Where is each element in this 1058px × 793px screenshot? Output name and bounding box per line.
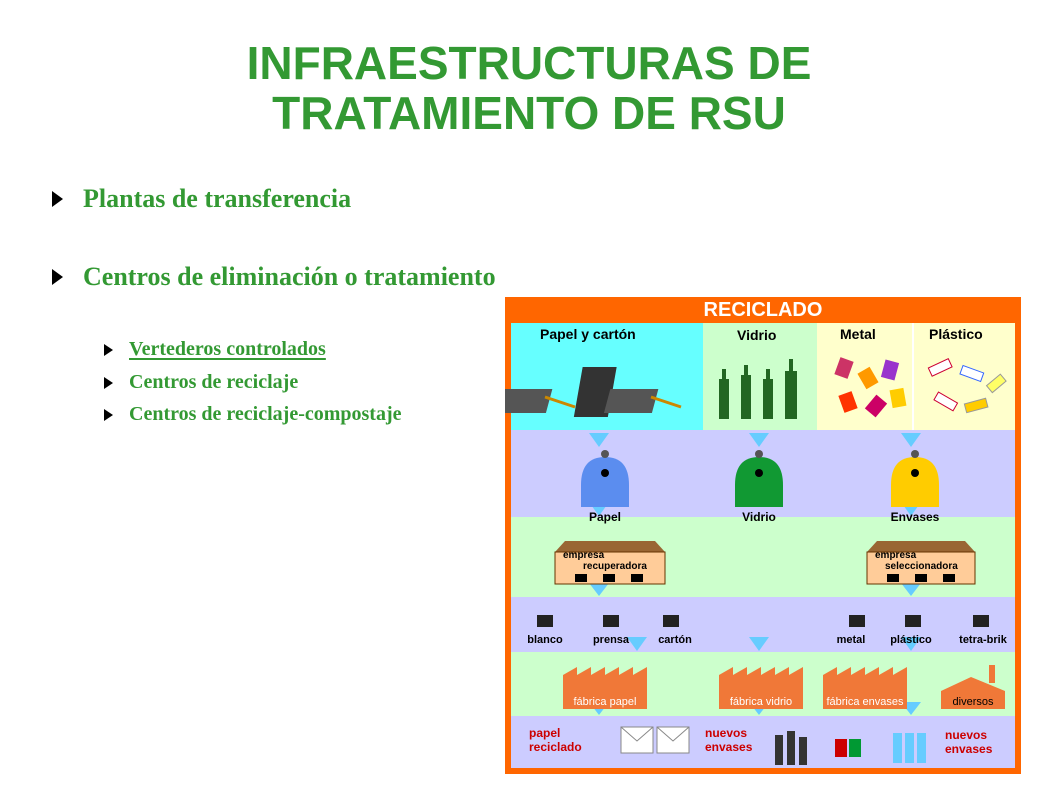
bale-icons <box>537 615 989 627</box>
bin-label-glass: Vidrio <box>742 510 776 524</box>
company-2-line1: empresa <box>875 550 917 561</box>
product-3-line1: nuevos <box>945 728 987 742</box>
factory-paper-label: fábrica papel <box>574 696 637 708</box>
category-plastic: Plástico <box>929 326 983 342</box>
material-blanco: blanco <box>527 634 563 646</box>
newspaper-stack-icon <box>505 367 682 417</box>
packaging-bin-icon <box>891 450 939 507</box>
glass-bin-icon <box>735 450 783 507</box>
company-1-line2: recuperadora <box>583 561 647 572</box>
factory-icons <box>563 665 1005 709</box>
recovery-company-building-icon <box>554 541 666 585</box>
category-glass: Vidrio <box>737 327 776 343</box>
product-1-line2: reciclado <box>529 740 582 754</box>
factory-glass-label: fábrica vidrio <box>730 696 792 708</box>
bullet-text: Centros de reciclaje-compostaje <box>129 403 402 425</box>
plastic-bottles-icon <box>927 358 1007 414</box>
products-row <box>511 716 1015 768</box>
bullet-text: Plantas de transferencia <box>83 184 352 213</box>
envelope-icon <box>620 726 690 754</box>
bullet-text: Centros de eliminación o tratamiento <box>83 262 496 291</box>
product-2-line2: envases <box>705 740 753 754</box>
company-2-line2: seleccionadora <box>885 561 958 572</box>
sub-bullet-compostaje: Centros de reciclaje-compostaje <box>104 403 402 426</box>
arrow-bullet-icon <box>52 269 63 285</box>
bullet-plantas-transferencia: Plantas de transferencia <box>52 184 351 214</box>
arrow-bullet-icon <box>104 408 113 421</box>
bullet-text: Centros de reciclaje <box>129 371 299 393</box>
material-prensa: prensa <box>593 634 630 646</box>
paper-bin-icon <box>581 450 629 507</box>
material-metal: metal <box>837 634 866 646</box>
sub-bullet-reciclaje: Centros de reciclaje <box>104 371 298 394</box>
product-2-line1: nuevos <box>705 726 747 740</box>
recycling-infographic: RECICLADO Papel y cartón Vidrio Metal Pl… <box>505 297 1021 774</box>
arrow-bullet-icon <box>52 191 63 207</box>
material-plastico: plástico <box>890 634 932 646</box>
product-1-line1: papel <box>529 726 560 740</box>
material-tetra-brik: tetra-brik <box>959 634 1008 646</box>
category-paper: Papel y cartón <box>540 326 636 342</box>
category-metal: Metal <box>840 326 876 342</box>
new-plastic-bottles-icon <box>893 733 926 763</box>
new-cans-icon <box>835 739 861 757</box>
bin-label-paper: Papel <box>589 510 621 524</box>
vertederos-link[interactable]: Vertederos controlados <box>129 338 326 360</box>
metal-cans-icon <box>834 357 907 418</box>
factory-packaging-label: fábrica envases <box>826 696 904 708</box>
arrow-bullet-icon <box>104 343 113 356</box>
arrow-bullet-icon <box>104 376 113 389</box>
material-carton: cartón <box>658 634 692 646</box>
sub-bullet-vertederos[interactable]: Vertederos controlados <box>104 338 326 361</box>
glass-bottles-icon <box>719 359 797 419</box>
product-3-line2: envases <box>945 742 993 756</box>
bullet-centros-eliminacion: Centros de eliminación o tratamiento <box>52 262 496 292</box>
factory-various-label: diversos <box>953 696 994 708</box>
title-line-1: INFRAESTRUCTURAS DE <box>246 37 812 89</box>
title-line-2: TRATAMIENTO DE RSU <box>272 87 786 139</box>
new-bottles-icon <box>775 731 807 765</box>
bin-label-packaging: Envases <box>891 510 940 524</box>
page-title: INFRAESTRUCTURAS DE TRATAMIENTO DE RSU <box>0 38 1058 138</box>
infographic-header: RECICLADO <box>704 299 823 321</box>
company-1-line1: empresa <box>563 550 605 561</box>
sorting-company-building-icon <box>866 541 976 585</box>
